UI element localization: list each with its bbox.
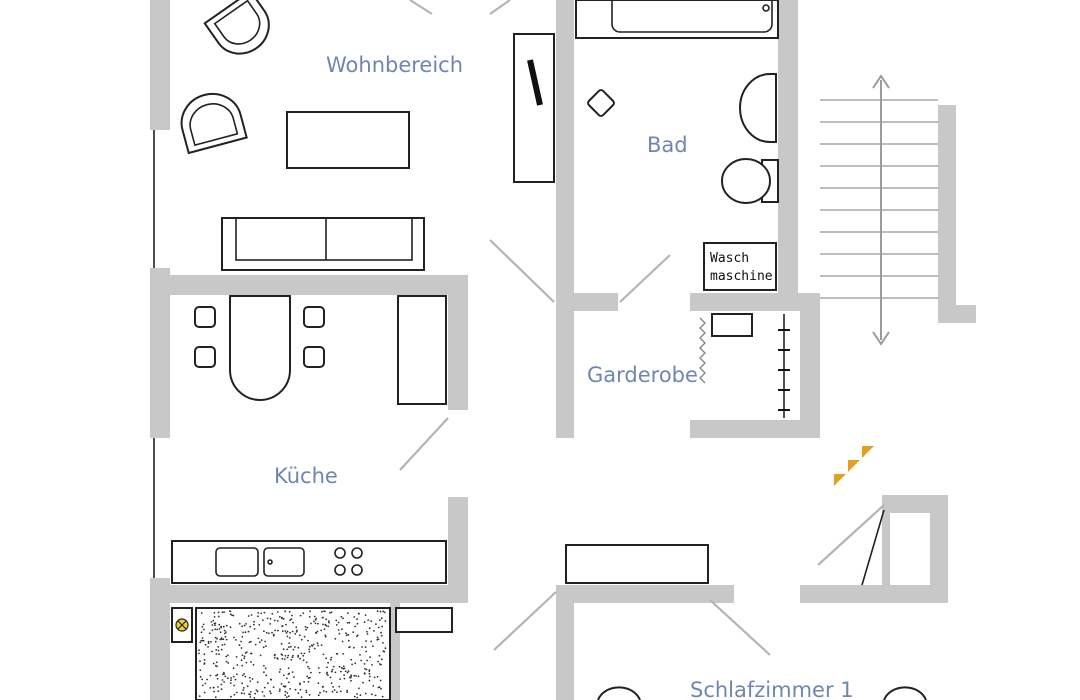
door-bedroom-inner [709, 599, 771, 656]
wall-stair-bottom [938, 305, 976, 323]
doors [399, 0, 885, 656]
door-bedroom-left [493, 591, 557, 651]
chair-3 [303, 306, 325, 328]
door-top-2 [489, 0, 511, 15]
bedroom-dresser [565, 544, 709, 584]
boiler-icon [175, 618, 189, 632]
wall-bath-right [778, 0, 798, 298]
sink-1 [215, 547, 259, 577]
wall-left-bottom [150, 578, 170, 700]
garderobe-furniture [699, 313, 790, 418]
door-bath [619, 254, 671, 303]
arrow-down-icon [872, 331, 890, 346]
door-top-1 [409, 0, 433, 15]
wall-kitchen-bottom [150, 585, 468, 603]
wall-pantry-right [390, 600, 400, 700]
wall-garderobe-left [556, 293, 574, 438]
shower-drain [587, 89, 615, 117]
bathroom-fixtures: Wasch maschine [575, 0, 779, 291]
wall-bath-left [556, 0, 574, 298]
label-kueche: Küche [274, 464, 338, 488]
wall-stair-right [938, 105, 956, 320]
bathtub-inner [611, 0, 773, 33]
label-wohnbereich: Wohnbereich [326, 53, 463, 77]
chair-2 [194, 346, 216, 368]
label-bad: Bad [647, 133, 688, 157]
rug-pattern [198, 610, 387, 699]
arrow-up-icon [872, 74, 890, 89]
wall-closet-right [930, 495, 948, 603]
bedroom-furniture [565, 544, 927, 700]
door-closet-leaf [861, 509, 885, 586]
tv [527, 59, 543, 106]
nightstand-lamp-left [597, 686, 641, 700]
wall-garderobe-right [800, 293, 820, 438]
wall-bedroom-top [556, 585, 734, 603]
label-garderobe: Garderobe [587, 363, 698, 387]
dining-table [229, 295, 291, 401]
sofa [221, 217, 425, 271]
wall-garderobe-bottom [690, 420, 820, 438]
kitchen-counter [171, 540, 447, 584]
walls [150, 0, 976, 700]
living-furniture [180, 0, 555, 271]
coffee-table [286, 111, 410, 169]
washer-label-1: Wasch [710, 251, 749, 266]
sink-bath [739, 73, 777, 143]
label-schlafzimmer: Schlafzimmer 1 [690, 678, 854, 700]
kitchen-furniture [171, 295, 453, 700]
entrance-arrows-icon [834, 446, 874, 486]
wall-left-mid [150, 268, 170, 438]
wall-living-kitchen [150, 275, 468, 295]
pantry-shelf [395, 607, 453, 633]
wall-garderobe-corner [556, 420, 574, 438]
wall-kitchen-right-top [448, 275, 468, 410]
washing-machine [703, 242, 777, 291]
wall-left-top [150, 0, 170, 130]
wall-bedroom-left [556, 585, 574, 700]
sideboard [513, 33, 555, 183]
wall-kitchen-right-bottom [448, 497, 468, 587]
room-labels: Wohnbereich Bad Garderobe Küche Schlafzi… [274, 53, 854, 700]
washer-label-2: maschine [710, 269, 773, 284]
door-living-hall [489, 239, 555, 303]
armchair-left-icon [180, 92, 248, 155]
kitchen-cabinet [397, 295, 447, 405]
chair-4 [303, 346, 325, 368]
wall-bath-bottom-right [690, 293, 800, 311]
wall-closet-left [882, 495, 890, 585]
nightstand-lamp-right [883, 686, 927, 700]
staircase [820, 74, 938, 346]
sink-2 [263, 547, 305, 577]
toilet [721, 158, 771, 204]
drain [267, 559, 273, 565]
wall-bedroom-top-right [800, 585, 948, 603]
door-closet [817, 504, 885, 566]
curtain [699, 317, 706, 384]
armchair-top-icon [203, 0, 270, 55]
garderobe-shelf [711, 313, 753, 337]
chair-1 [194, 306, 216, 328]
door-kitchen [399, 417, 449, 471]
stove-icon [334, 547, 363, 576]
